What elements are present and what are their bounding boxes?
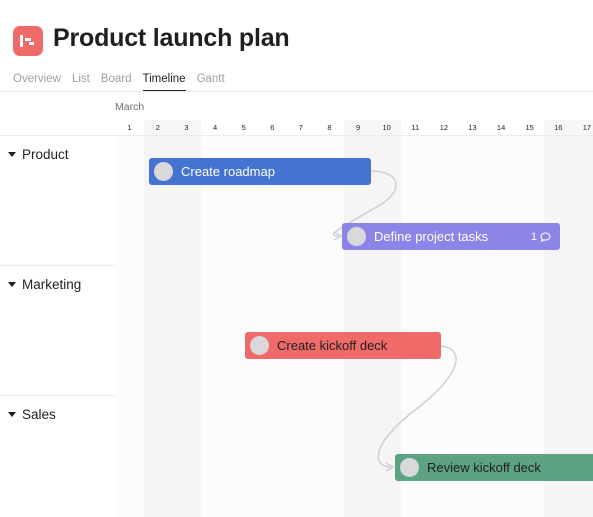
day-header-cell: 12 [439,123,449,132]
day-header-cell: 9 [343,120,373,136]
day-header-cell: 13 [468,123,477,132]
day-header-cell: 3 [172,120,201,136]
weekend-column [172,136,201,517]
section-divider [0,395,115,396]
tab-overview[interactable]: Overview [13,73,61,85]
task-bar-review-kickoff-deck[interactable]: Review kickoff deck [395,454,593,481]
day-header-cell: 16 [544,120,573,136]
section-label: Marketing [22,277,82,292]
day-header-cell: 1 [127,123,132,132]
comment-count-value: 1 [530,230,537,243]
task-bar-create-roadmap[interactable]: Create roadmap [149,158,371,185]
comment-count[interactable]: 1 [531,223,551,250]
assignee-avatar[interactable] [250,336,269,355]
tab-list[interactable]: List [71,73,90,85]
weekend-column [544,136,573,517]
weekend-column [572,136,593,517]
assignee-avatar[interactable] [347,227,366,246]
section-label: Product [22,147,69,162]
day-header-cell: 5 [241,123,246,132]
day-header-cell: 7 [298,123,303,132]
section-label: Sales [22,407,56,422]
tab-board[interactable]: Board [100,73,132,85]
weekend-column [143,136,173,517]
timeline-app-icon [13,26,43,56]
section-sales[interactable]: Sales [8,407,56,422]
section-divider [0,265,115,266]
day-header-divider [0,135,593,136]
page-title: Product launch plan [53,24,290,52]
comment-icon [540,231,551,242]
section-marketing[interactable]: Marketing [8,277,81,292]
page-header: Product launch plan Overview List Board … [0,0,593,92]
day-header-cell: 6 [270,123,275,132]
assignee-avatar[interactable] [400,458,419,477]
day-header-cell: 11 [411,123,420,132]
task-bar-create-kickoff-deck[interactable]: Create kickoff deck [245,332,441,359]
month-label: March [115,101,145,113]
header-divider [0,91,593,92]
caret-down-icon[interactable] [8,152,16,157]
task-label: Create roadmap [181,164,275,179]
caret-down-icon[interactable] [8,282,16,287]
task-label: Create kickoff deck [277,338,388,353]
day-header-cell: 15 [525,123,534,132]
day-header-cell: 4 [213,123,218,132]
day-header-cell: 8 [327,123,332,132]
day-header-cell: 10 [372,120,401,136]
task-label: Review kickoff deck [427,460,541,475]
assignee-avatar[interactable] [154,162,173,181]
tab-gantt[interactable]: Gantt [196,73,225,85]
task-label: Define project tasks [374,229,489,244]
view-tabs: Overview List Board Timeline Gantt [13,72,236,92]
caret-down-icon[interactable] [8,412,16,417]
task-bar-define-project-tasks[interactable]: Define project tasks 1 [342,223,560,250]
weekend-column [343,136,373,517]
section-product[interactable]: Product [8,147,69,162]
day-header-cell: 17 [572,120,593,136]
day-header-cell: 2 [143,120,173,136]
day-header-cell: 14 [496,123,506,132]
